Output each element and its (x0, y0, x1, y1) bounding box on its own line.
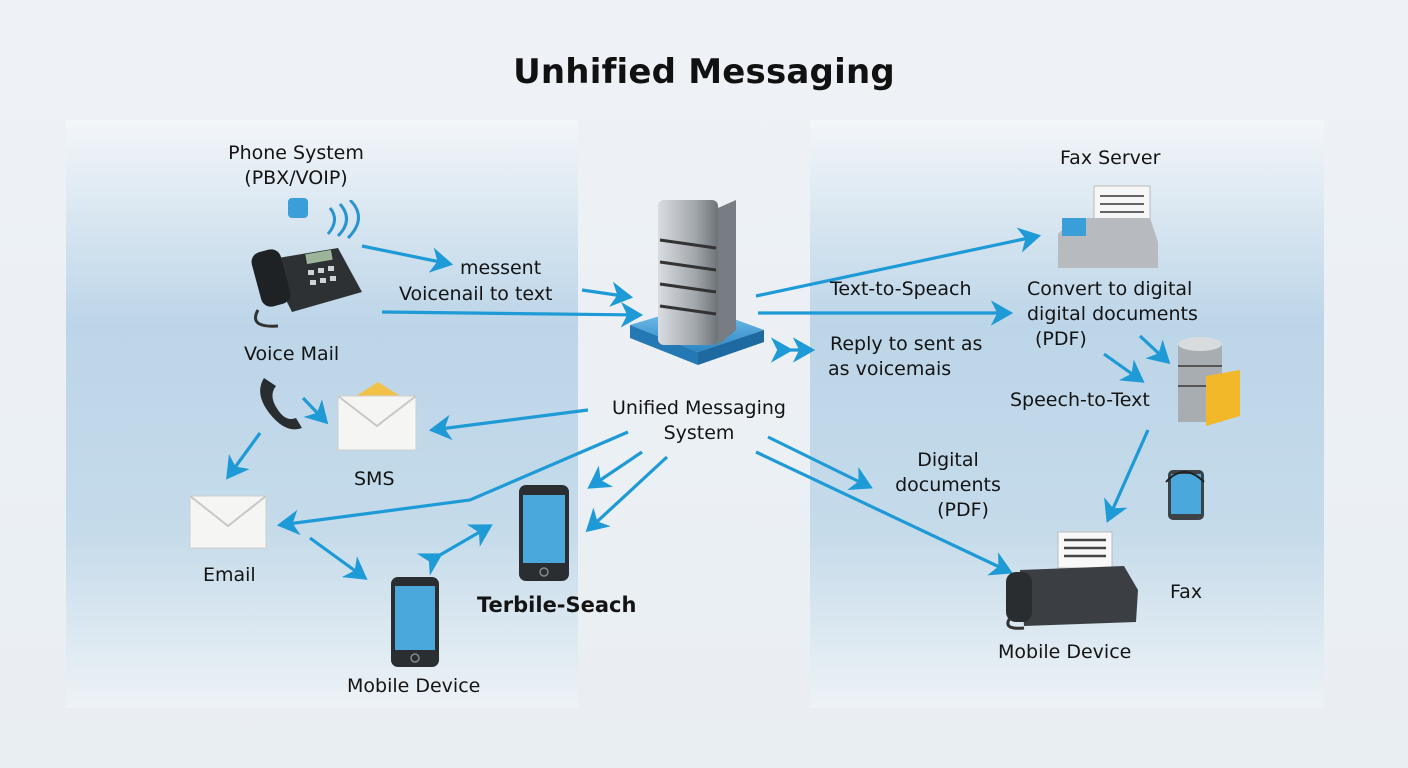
text-to-speech-label: Text-to-Speach (830, 278, 972, 300)
sms-envelope-icon (337, 382, 417, 451)
convert-line2: digital documents (1027, 303, 1198, 325)
email-label: Email (203, 564, 256, 586)
arrow-vm-to-server-1 (581, 281, 634, 307)
phone-system-line2: (PBX/VOIP) (244, 167, 348, 189)
tablet-headset-icon (1165, 470, 1205, 520)
arrow-db-to-fax (1104, 429, 1150, 523)
fax-machine-icon (1006, 531, 1138, 630)
messent-label: messent (460, 257, 542, 279)
reply-line1: Reply to sent as (830, 333, 983, 355)
digital-documents-label: Digital documents (PDF) (880, 448, 1016, 523)
arrow-server-to-faxserver (755, 227, 1042, 298)
voicemail-to-text-label: Voicenail to text (399, 283, 553, 305)
server-icon (630, 200, 764, 365)
email-envelope-icon (189, 495, 267, 549)
voice-mail-label: Voice Mail (244, 343, 340, 365)
phone-system-label: Phone System (PBX/VOIP) (196, 141, 396, 191)
fax-label: Fax (1170, 581, 1203, 603)
reply-label: Reply to sent as as voicemais (828, 332, 982, 382)
arrow-email-to-mobile (309, 536, 368, 580)
desk-phone-icon (251, 248, 362, 328)
sms-label: SMS (354, 468, 395, 490)
reply-line2: as voicemais (828, 358, 952, 380)
convert-line1: Convert to digital (1027, 278, 1193, 300)
arrow-server-to-fax (755, 450, 1013, 576)
arrow-server-to-terbile-2 (585, 455, 669, 533)
arrow-server-to-email (276, 430, 629, 536)
mobile-device-left-label: Mobile Device (347, 675, 481, 697)
digital-line2: documents (895, 474, 1001, 496)
voice-message-icon (288, 198, 308, 218)
speech-to-text-label: Speech-to-Text (1010, 389, 1150, 411)
ums-line2: System (663, 422, 735, 444)
arrow-phone-to-email (226, 432, 262, 480)
database-icon (1178, 337, 1240, 426)
arrow-server-to-terbile-1 (587, 450, 643, 489)
ums-label: Unified Messaging System (596, 396, 802, 446)
diagram-title: Unhified Messaging (513, 52, 895, 92)
fax-server-icon (1058, 185, 1158, 268)
arrow-phone-to-messent (361, 244, 454, 273)
digital-line3: (PDF) (937, 499, 989, 521)
convert-label: Convert to digital digital documents (PD… (1027, 277, 1198, 352)
handset-icon (260, 378, 302, 430)
terbile-phone-icon (519, 485, 569, 581)
convert-line3: (PDF) (1035, 328, 1087, 350)
digital-line1: Digital (917, 449, 979, 471)
arrow-pdf-to-db (1138, 334, 1171, 365)
phone-system-line1: Phone System (228, 142, 364, 164)
ums-line1: Unified Messaging (612, 397, 786, 419)
arrow-phone-to-sms (301, 396, 329, 425)
mobile-device-right-label: Mobile Device (998, 641, 1132, 663)
arrow-server-to-digital (767, 435, 873, 491)
wireless-signal-icon (326, 200, 360, 240)
arrow-vm-to-server-2 (381, 301, 644, 328)
arrow-pdf-to-stt (1103, 352, 1145, 383)
mobile-device-icon (391, 577, 439, 667)
terbile-label: Terbile-Seach (477, 593, 637, 617)
fax-server-label: Fax Server (1060, 147, 1161, 169)
arrow-server-to-sms (428, 408, 589, 441)
arrow-mobile-terbile-bidirectional (416, 524, 493, 576)
